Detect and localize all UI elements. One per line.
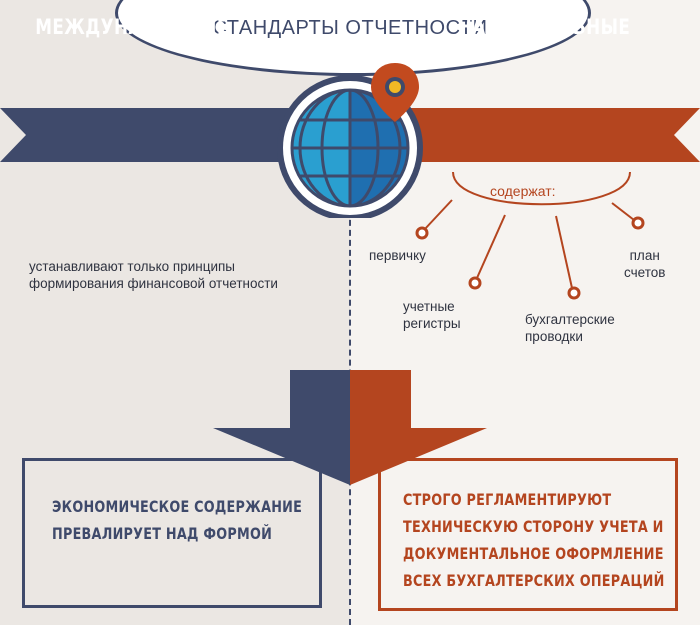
circle-node-icon [468,276,482,290]
international-banner [0,108,300,162]
item-registers: учетные регистры [403,299,461,331]
location-pin-icon [371,63,419,122]
national-box [378,458,678,611]
international-description: устанавливают только принципы формирован… [29,259,278,291]
contains-label: содержат: [490,183,556,199]
international-box-text: ЭКОНОМИЧЕСКОЕ СОДЕРЖАНИЕ ПРЕВАЛИРУЕТ НАД… [52,497,303,543]
item-entries: бухгалтерские проводки [525,312,615,344]
globe-icon [277,63,423,218]
international-label: МЕЖДУНАРОДНЫЕ [35,15,229,39]
circle-node-icon [631,216,645,230]
national-box-text: СТРОГО РЕГЛАМЕНТИРУЮТ ТЕХНИЧЕСКУЮ СТОРОН… [403,490,665,590]
page-title: СТАНДАРТЫ ОТЧЕТНОСТИ [212,17,488,39]
merge-arrow [213,370,487,485]
circle-node-icon [415,226,429,240]
national-label: НАЦИОНАЛЬНЫЕ [457,15,631,39]
circle-node-icon [567,286,581,300]
item-chart-of-accounts: план счетов [624,248,666,280]
national-banner [398,108,700,162]
contains-connector [415,171,645,300]
international-box [22,458,322,608]
item-primary: первичку [369,248,426,263]
